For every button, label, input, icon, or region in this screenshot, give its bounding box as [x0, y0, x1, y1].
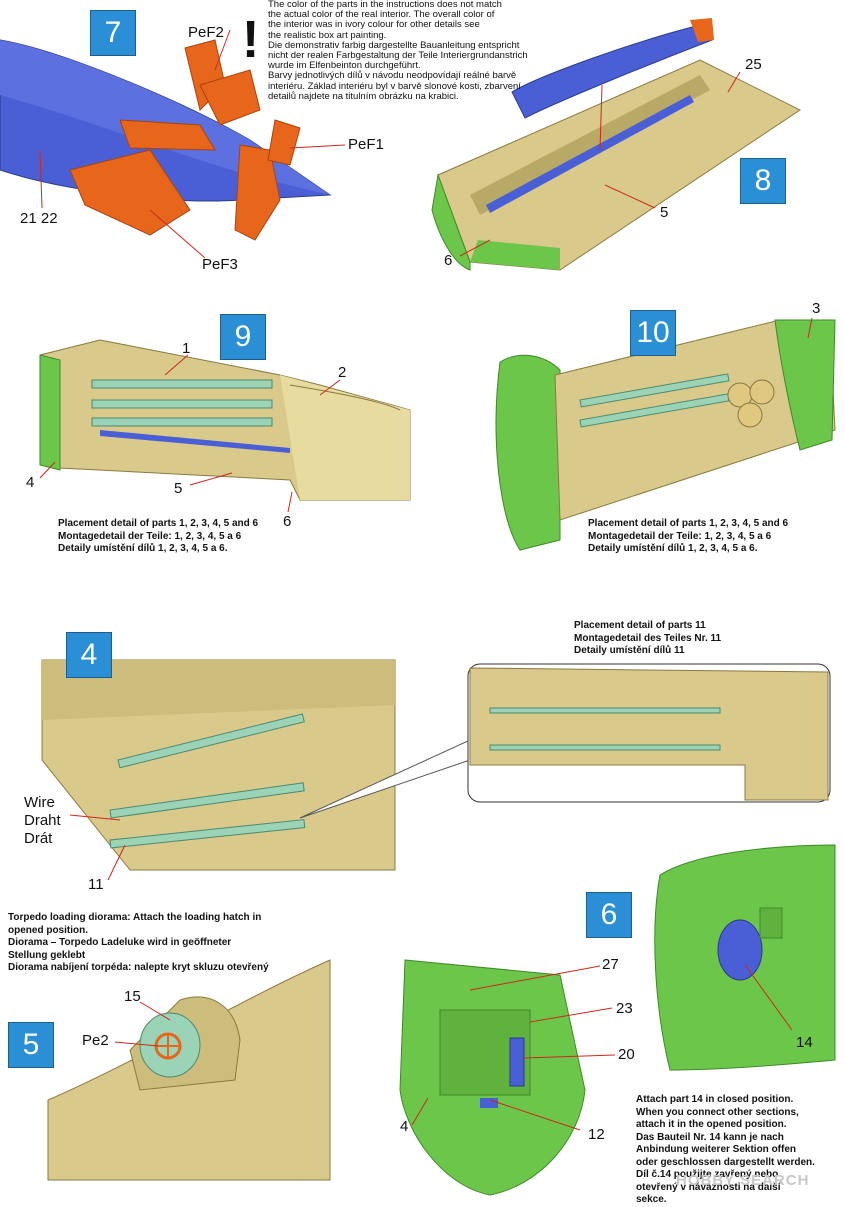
note-line: Stellung geklebt [8, 949, 86, 961]
note-line: the interior was in ivory colour for oth… [268, 19, 480, 31]
part14-note: Attach part 14 in closed position. When … [636, 1094, 815, 1207]
note-line: detailů najdete na titulním obrázku na k… [268, 90, 459, 102]
note-line: Placement detail of parts 11 [574, 620, 706, 631]
label-pef3: PeF3 [202, 256, 238, 273]
label-part-3: 3 [812, 300, 821, 317]
label-part-5: 5 [174, 480, 183, 497]
note-line: Barvy jednotlivých dílů v návodu neodpov… [268, 70, 517, 82]
color-disclaimer-note: The color of the parts in the instructio… [268, 0, 558, 102]
step4-detail-inset [467, 663, 831, 803]
label-part-20: 20 [618, 1046, 635, 1063]
step8-section-illustration [431, 18, 801, 271]
label-part-6: 6 [283, 513, 292, 530]
label-part-15: 15 [124, 988, 141, 1005]
note-line: Montagedetail des Teiles Nr. 11 [574, 632, 722, 644]
label-part-11: 11 [88, 876, 104, 893]
label-part-1: 1 [182, 340, 191, 357]
step4-interior-illustration [41, 659, 471, 881]
label-wire: Wire [24, 794, 55, 811]
note-line: nicht der realen Farbgestaltung der Teil… [268, 50, 528, 62]
placement-note-step9: Placement detail of parts 1, 2, 3, 4, 5 … [58, 518, 258, 556]
label-part-2: 2 [338, 364, 347, 381]
step7-torpedo-illustration [0, 29, 346, 259]
torpedo-diorama-note: Torpedo loading diorama: Attach the load… [8, 912, 269, 975]
label-drat: Drát [24, 830, 53, 847]
step9-section-illustration [39, 339, 411, 513]
placement-note-part11: Placement detail of parts 11 Montagedeta… [574, 620, 721, 658]
label-part-6: 6 [444, 252, 453, 269]
note-line: wurde im Elfenbeinton durchgeführt. [268, 60, 421, 72]
label-part-23: 23 [616, 1000, 633, 1017]
label-parts-21-22: 21 22 [20, 210, 58, 227]
note-line: the actual color of the real interior. T… [268, 9, 495, 21]
step-4-badge: 4 [66, 632, 112, 678]
note-line: Anbindung weiterer Sektion offen [636, 1144, 797, 1155]
note-line: Detaily umístění dílů 1, 2, 3, 4, 5 a 6. [58, 543, 228, 554]
watermark: HOBBY SEARCH [676, 1172, 810, 1189]
placement-note-step10: Placement detail of parts 1, 2, 3, 4, 5 … [588, 518, 788, 556]
note-line: oder geschlossen dargestellt werden. [636, 1156, 815, 1168]
label-part-12: 12 [588, 1126, 605, 1143]
note-line: Die demonstrativ farbig dargestellte Bau… [268, 39, 520, 51]
step-5-badge: 5 [8, 1022, 54, 1068]
note-line: Placement detail of parts 1, 2, 3, 4, 5 … [588, 518, 789, 529]
part14-illustration [654, 844, 836, 1071]
note-line: Torpedo loading diorama: Attach the load… [8, 912, 262, 923]
note-line: Diorama nabíjení torpéda: nalepte kryt s… [8, 962, 269, 973]
note-line: the realistic box art painting. [268, 29, 387, 41]
note-line: When you connect other sections, [636, 1106, 799, 1118]
note-line: Attach part 14 in closed position. [636, 1094, 794, 1105]
note-line: otevřený v návaznosti na další [636, 1181, 781, 1193]
label-part-4: 4 [26, 474, 35, 491]
label-part-25: 25 [745, 56, 762, 73]
label-part-4: 4 [400, 1118, 409, 1135]
note-line: Detaily umístění dílů 1, 2, 3, 4, 5 a 6. [588, 543, 758, 554]
label-part-27: 27 [602, 956, 619, 973]
step5-hatch-illustration [47, 959, 331, 1181]
step10-section-illustration [495, 317, 836, 551]
note-line: opened position. [8, 924, 88, 936]
note-line: The color of the parts in the instructio… [268, 0, 502, 10]
step-9-badge: 9 [220, 314, 266, 360]
note-line: Detaily umístění dílů 11 [574, 645, 685, 656]
step6-bulkhead-illustration [399, 959, 616, 1196]
note-line: Placement detail of parts 1, 2, 3, 4, 5 … [58, 518, 259, 529]
note-line: Díl č.14 použijte zavřený nebo [636, 1169, 779, 1180]
label-draht: Draht [24, 812, 61, 829]
label-part-14: 14 [796, 1034, 813, 1051]
note-line: attach it in the opened position. [636, 1119, 787, 1130]
label-pef2: PeF2 [188, 24, 224, 41]
note-line: Montagedetail der Teile: 1, 2, 3, 4, 5 a… [58, 530, 242, 542]
label-part-5: 5 [660, 204, 669, 221]
label-pe2: Pe2 [82, 1032, 109, 1049]
step-6-badge: 6 [586, 892, 632, 938]
note-line: sekce. [636, 1194, 667, 1205]
note-line: Diorama – Torpedo Ladeluke wird in geöff… [8, 937, 232, 948]
step-8-badge: 8 [740, 158, 786, 204]
note-line: interiéru. Základ interiéru byl v barvě … [268, 80, 521, 92]
label-pef1: PeF1 [348, 136, 384, 153]
step-10-badge: 10 [630, 310, 676, 356]
note-line: Das Bauteil Nr. 14 kann je nach [636, 1131, 784, 1143]
note-line: Montagedetail der Teile: 1, 2, 3, 4, 5 a… [588, 530, 772, 542]
step-7-badge: 7 [90, 10, 136, 56]
exclamation-mark: ! [242, 11, 260, 69]
